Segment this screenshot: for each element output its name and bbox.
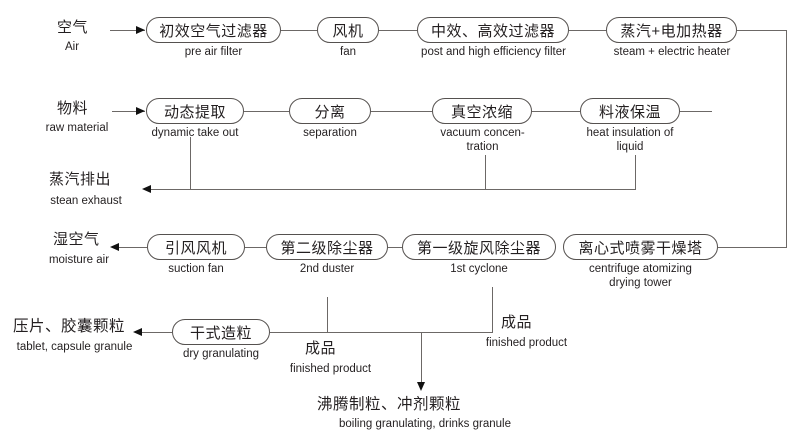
caption-dry-granulating: dry granulating xyxy=(182,348,260,360)
node-steam-electric-heater[interactable]: 蒸汽+电加热器 xyxy=(606,17,737,43)
arrowhead-air-in xyxy=(136,25,145,34)
caption-suction-fan: suction fan xyxy=(168,263,224,275)
arrowhead-steam-exhaust xyxy=(142,184,151,193)
label-steam-exhaust-en: stean exhaust xyxy=(50,195,122,207)
label-raw-material-zh: 物料 xyxy=(57,100,89,117)
label-finished-product-right-en: finished product xyxy=(485,337,568,349)
node-separation[interactable]: 分离 xyxy=(289,98,371,124)
caption-vacuum-concentration: vacuum concen- tration xyxy=(440,127,525,153)
caption-drying-tower: centrifuge atomizing drying tower xyxy=(589,263,692,289)
arrowhead-moisture-air xyxy=(110,242,119,251)
label-finished-product-left-en: finished product xyxy=(289,363,372,375)
connector-dry-granulating-to-tablet xyxy=(138,332,172,333)
caption-separation: separation xyxy=(303,127,357,139)
connector-steam-exhaust-rail xyxy=(148,189,636,190)
connector-prefilter-to-fan xyxy=(281,30,317,31)
connector-suctionfan-to-2nd-duster xyxy=(245,247,266,248)
label-boiling-granulating-en: boiling granulating, drinks granule xyxy=(339,418,511,430)
caption-heat-insulation-of-liquid: heat insulation of liquid xyxy=(586,127,674,153)
connector-fan-to-postfilter xyxy=(379,30,417,31)
label-boiling-granulating-zh: 沸腾制粒、冲剂颗粒 xyxy=(317,396,462,413)
node-fan[interactable]: 风机 xyxy=(317,17,379,43)
connector-drop-from-extract xyxy=(190,137,191,189)
node-dry-granulating[interactable]: 干式造粒 xyxy=(172,319,270,345)
label-air-en: Air xyxy=(64,41,80,53)
caption-pre-air-filter: pre air filter xyxy=(184,46,243,58)
connector-2nd-duster-to-1st-cyclone xyxy=(388,247,402,248)
node-vacuum-concentration[interactable]: 真空浓缩 xyxy=(432,98,532,124)
caption-1st-cyclone: 1st cyclone xyxy=(450,263,508,275)
caption-2nd-duster: 2nd duster xyxy=(299,263,355,275)
connector-air-to-prefilter xyxy=(110,30,145,31)
connector-separation-to-vacuum xyxy=(371,111,432,112)
label-tablet-capsule-zh: 压片、胶囊颗粒 xyxy=(13,318,126,335)
connector-rail-to-dry-granulating xyxy=(270,332,276,333)
connector-drop-from-1st-cyclone xyxy=(492,287,493,332)
connector-postfilter-to-heater xyxy=(569,30,606,31)
node-suction-fan[interactable]: 引风风机 xyxy=(147,234,245,260)
label-steam-exhaust-zh: 蒸汽排出 xyxy=(49,171,112,188)
label-finished-product-left-zh: 成品 xyxy=(305,340,337,357)
connector-rail-to-drying-tower xyxy=(718,247,787,248)
node-pre-air-filter[interactable]: 初效空气过滤器 xyxy=(146,17,281,43)
label-tablet-capsule-en: tablet, capsule granule xyxy=(16,341,133,353)
arrowhead-boiling-granulating xyxy=(417,382,425,391)
node-post-high-efficiency-filter[interactable]: 中效、高效过滤器 xyxy=(417,17,569,43)
arrowhead-material-in xyxy=(136,106,145,115)
node-drying-tower[interactable]: 离心式喷雾干燥塔 xyxy=(563,234,718,260)
label-air-zh: 空气 xyxy=(57,19,89,36)
connector-material-to-extract xyxy=(112,111,145,112)
connector-drop-from-vacuum xyxy=(485,155,486,189)
connector-drop-from-2nd-duster xyxy=(327,297,328,332)
caption-steam-electric-heater: steam + electric heater xyxy=(613,46,731,58)
connector-heatins-stub xyxy=(680,111,712,112)
node-heat-insulation-of-liquid[interactable]: 料液保温 xyxy=(580,98,680,124)
connector-drop-from-heatins xyxy=(635,155,636,189)
node-dynamic-take-out[interactable]: 动态提取 xyxy=(146,98,244,124)
arrowhead-tablet xyxy=(133,327,142,336)
label-raw-material-en: raw material xyxy=(45,122,109,134)
label-finished-product-right-zh: 成品 xyxy=(501,314,533,331)
connector-heater-to-rail xyxy=(737,30,787,31)
connector-suctionfan-to-moistureair xyxy=(114,247,147,248)
label-moisture-air-zh: 湿空气 xyxy=(53,231,100,248)
caption-post-high-efficiency-filter: post and high efficiency filter xyxy=(421,46,566,58)
caption-dynamic-take-out: dynamic take out xyxy=(151,127,239,139)
connector-vacuum-to-heatins xyxy=(532,111,580,112)
label-moisture-air-en: moisture air xyxy=(48,254,110,266)
node-1st-cyclone[interactable]: 第一级旋风除尘器 xyxy=(402,234,556,260)
caption-fan: fan xyxy=(340,46,356,58)
node-2nd-duster[interactable]: 第二级除尘器 xyxy=(266,234,388,260)
connector-product-rail xyxy=(274,332,493,333)
connector-right-rail-vertical xyxy=(786,30,787,247)
connector-extract-to-separation xyxy=(244,111,289,112)
connector-rail-to-boiling xyxy=(421,332,422,386)
